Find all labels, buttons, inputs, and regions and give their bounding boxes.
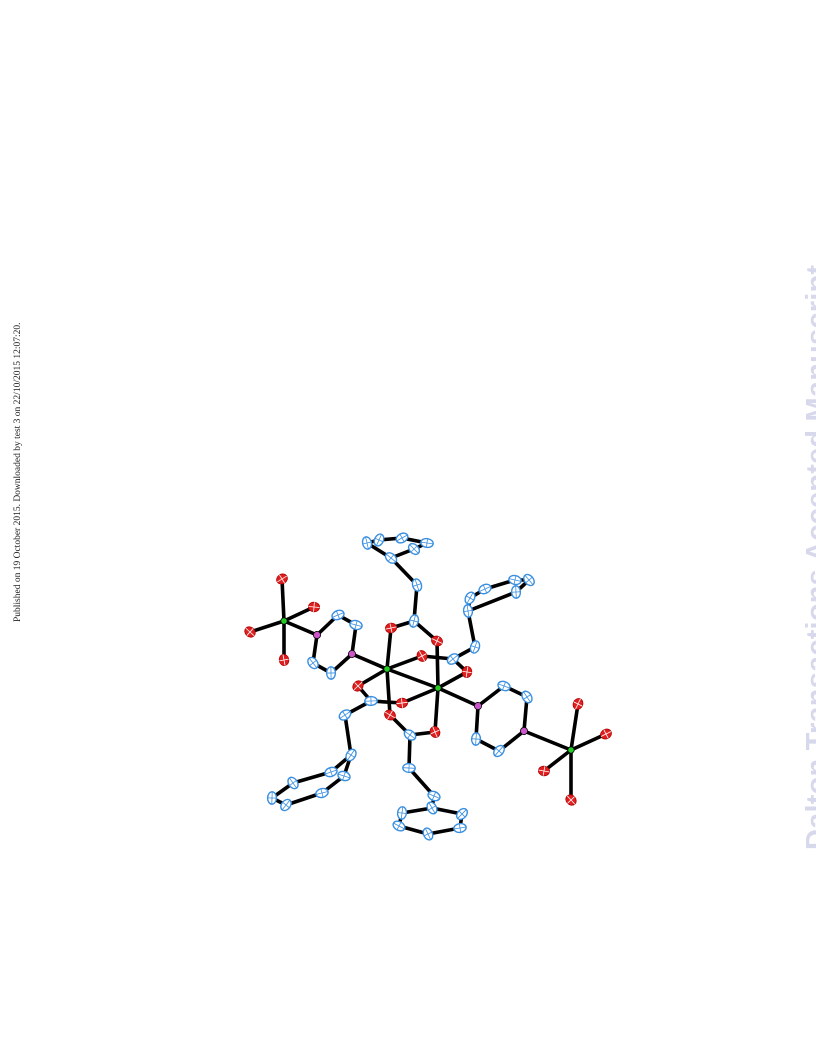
bond-S2-O2b	[569, 732, 608, 752]
bond-S1-O1c	[248, 619, 286, 634]
carbon-atom-CPb	[349, 619, 363, 631]
carbon-atom-PA5	[420, 537, 434, 549]
carbon-atom-PA4	[395, 532, 409, 544]
carbon-atom-PB1	[462, 604, 474, 618]
carbon-atom-PD7	[422, 827, 434, 841]
oxygen-atom-O1c	[244, 626, 256, 638]
carbon-atom-Hb	[469, 640, 481, 654]
oxygen-atom-O1b	[308, 601, 320, 613]
bond-S1-O1a	[280, 577, 286, 623]
carbon-atom-PD1	[427, 790, 441, 802]
carbon-atom-CQd	[493, 744, 505, 758]
carbon-atom-PC7	[315, 787, 329, 799]
oxygen-atom-O1d	[278, 654, 290, 666]
carbon-atom-Ha	[411, 578, 423, 592]
bond-M1-M2	[385, 667, 440, 690]
carbon-atom-Cb	[446, 653, 460, 665]
oxygen-atom-O1a	[276, 573, 288, 585]
nitrogen-atom-N2	[347, 649, 356, 658]
nitrogen-atom-N1	[312, 630, 321, 639]
carbon-atom-PC3	[337, 770, 351, 782]
carbon-atom-Hd	[402, 762, 416, 774]
oxygen-atom-Ob2	[461, 666, 473, 678]
carbon-atom-PA6	[407, 542, 421, 556]
metal-atom-S2	[567, 746, 575, 754]
carbon-atom-PB3	[478, 583, 492, 595]
carbon-atom-CQb	[521, 690, 533, 704]
bond-N3-M2	[436, 686, 480, 708]
carbon-atom-Cc	[364, 695, 378, 707]
carbon-atom-PD6	[392, 820, 406, 832]
bond-M1-Od1	[385, 667, 392, 717]
bond-layer	[248, 536, 608, 836]
carbon-atom-Ca	[408, 614, 420, 628]
carbon-atom-PA1	[384, 552, 398, 564]
bond-S2-N4	[522, 729, 573, 752]
oxygen-atom-Od2	[429, 726, 441, 738]
carbon-atom-CPc	[307, 656, 319, 670]
bond-Hc-PC1	[343, 713, 353, 757]
bond-S2-O2a	[569, 702, 580, 752]
carbon-atom-CPa	[331, 609, 345, 621]
carbon-atom-PB4	[508, 574, 522, 586]
bond-M2-Od2	[433, 686, 440, 734]
carbon-atom-PC1	[345, 748, 357, 762]
atom-layer	[244, 532, 612, 841]
nitrogen-atom-N3	[473, 701, 482, 710]
oxygen-atom-Oa1	[385, 622, 397, 634]
carbon-atom-PD5	[453, 822, 467, 834]
metal-atom-S1	[280, 617, 288, 625]
bond-M1-Oa1	[385, 626, 393, 671]
carbon-atom-CPd	[325, 666, 337, 680]
carbon-atom-PD4	[455, 807, 469, 821]
nitrogen-atom-N4	[519, 726, 528, 735]
bond-M2-Oa2	[435, 639, 440, 690]
carbon-atom-PC5	[266, 791, 278, 805]
bond-S1-N1	[282, 619, 319, 637]
oxygen-atom-O2d	[565, 794, 577, 806]
oxygen-atom-Oa2	[431, 635, 443, 647]
oxygen-atom-O2b	[600, 728, 612, 740]
carbon-atom-PC6	[280, 798, 292, 812]
bond-M2-Ob2	[436, 670, 469, 690]
bond-M1-Ob1	[385, 654, 424, 671]
carbon-atom-PD3	[396, 806, 408, 820]
carbon-atom-PA2	[361, 536, 373, 550]
bond-M2-Oc2	[400, 686, 440, 705]
bond-S2-O2c	[542, 748, 573, 773]
oxygen-atom-Ob1	[416, 650, 428, 662]
oxygen-atom-Oc1	[352, 680, 364, 692]
oxygen-atom-Oc2	[396, 697, 408, 709]
bond-PB6-PB1	[466, 590, 518, 613]
carbon-atom-PB6	[510, 585, 522, 599]
carbon-atom-PB5	[523, 573, 535, 587]
oxygen-atom-Od1	[384, 709, 396, 721]
metal-atom-M1	[383, 665, 391, 673]
metal-atom-M2	[434, 684, 442, 692]
carbon-atom-Cd	[403, 729, 417, 741]
carbon-atom-Hc	[338, 709, 352, 721]
oxygen-atom-O2c	[538, 765, 550, 777]
carbon-atom-PC4	[287, 776, 299, 790]
carbon-atom-CQa	[497, 680, 511, 692]
carbon-atom-PB2	[464, 591, 476, 605]
carbon-atom-CQc	[470, 732, 482, 746]
carbon-atom-PC2	[324, 766, 338, 778]
carbon-atom-PD2	[426, 801, 438, 815]
carbon-atom-PA3	[373, 533, 385, 547]
bond-N2-M1	[350, 652, 389, 671]
oxygen-atom-O2a	[572, 698, 584, 710]
